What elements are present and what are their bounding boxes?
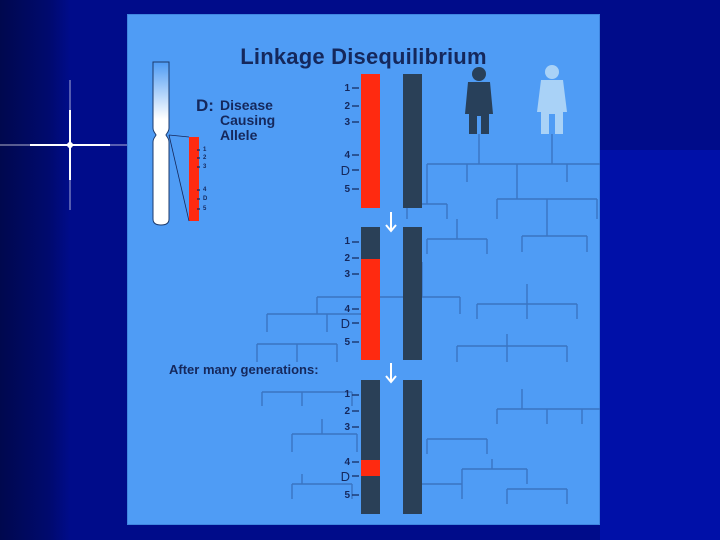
legend-line-disease: Disease <box>220 97 273 113</box>
marker-label-2: 2 <box>344 406 350 417</box>
marker-label-3: 3 <box>344 269 350 280</box>
marker-label-5: 5 <box>344 184 350 195</box>
small-marker-label-1: 1 <box>203 147 207 153</box>
legend-line-allele: Allele <box>220 127 258 143</box>
marker-ticks <box>197 87 359 496</box>
marker-label-4: 4 <box>344 457 350 468</box>
chromosome-pair-generation-3 <box>361 380 422 514</box>
down-arrow-icon <box>385 212 397 384</box>
page-title: Linkage Disequilibrium <box>240 44 487 69</box>
small-marker-label-d: D <box>203 196 208 202</box>
background-left-band <box>0 0 70 540</box>
marker-label-d: D <box>340 316 350 331</box>
marker-label-2: 2 <box>344 253 350 264</box>
small-marker-label-5: 5 <box>203 206 207 212</box>
caption-after-generations: After many generations: <box>169 362 319 377</box>
marker-label-d: D <box>340 163 350 178</box>
marker-label-1: 1 <box>344 389 350 400</box>
sparkle-icon <box>0 80 150 210</box>
marker-label-d: D <box>340 469 350 484</box>
marker-label-4: 4 <box>344 150 350 161</box>
person-dark-icon <box>465 67 493 134</box>
small-marker-label-4: 4 <box>203 187 207 193</box>
legend-key: D: <box>196 96 214 115</box>
small-chromosome-icon <box>152 61 199 226</box>
marker-label-1: 1 <box>344 83 350 94</box>
small-marker-label-3: 3 <box>203 164 207 170</box>
person-light-icon <box>537 65 567 134</box>
marker-label-3: 3 <box>344 117 350 128</box>
chromosome-pair-generation-2 <box>361 227 422 360</box>
marker-label-5: 5 <box>344 337 350 348</box>
marker-label-1: 1 <box>344 236 350 247</box>
small-marker-label-2: 2 <box>203 155 207 161</box>
legend-line-causing: Causing <box>220 112 276 128</box>
marker-label-3: 3 <box>344 422 350 433</box>
marker-label-2: 2 <box>344 101 350 112</box>
diagram-panel: Linkage Disequilibrium D: Disease Causin… <box>127 14 600 525</box>
diagram-canvas <box>152 61 600 514</box>
background-right-band <box>600 150 720 540</box>
pedigree-tree <box>256 134 600 504</box>
marker-label-4: 4 <box>344 304 350 315</box>
chromosome-pair-generation-1 <box>361 74 422 208</box>
marker-label-5: 5 <box>344 490 350 501</box>
